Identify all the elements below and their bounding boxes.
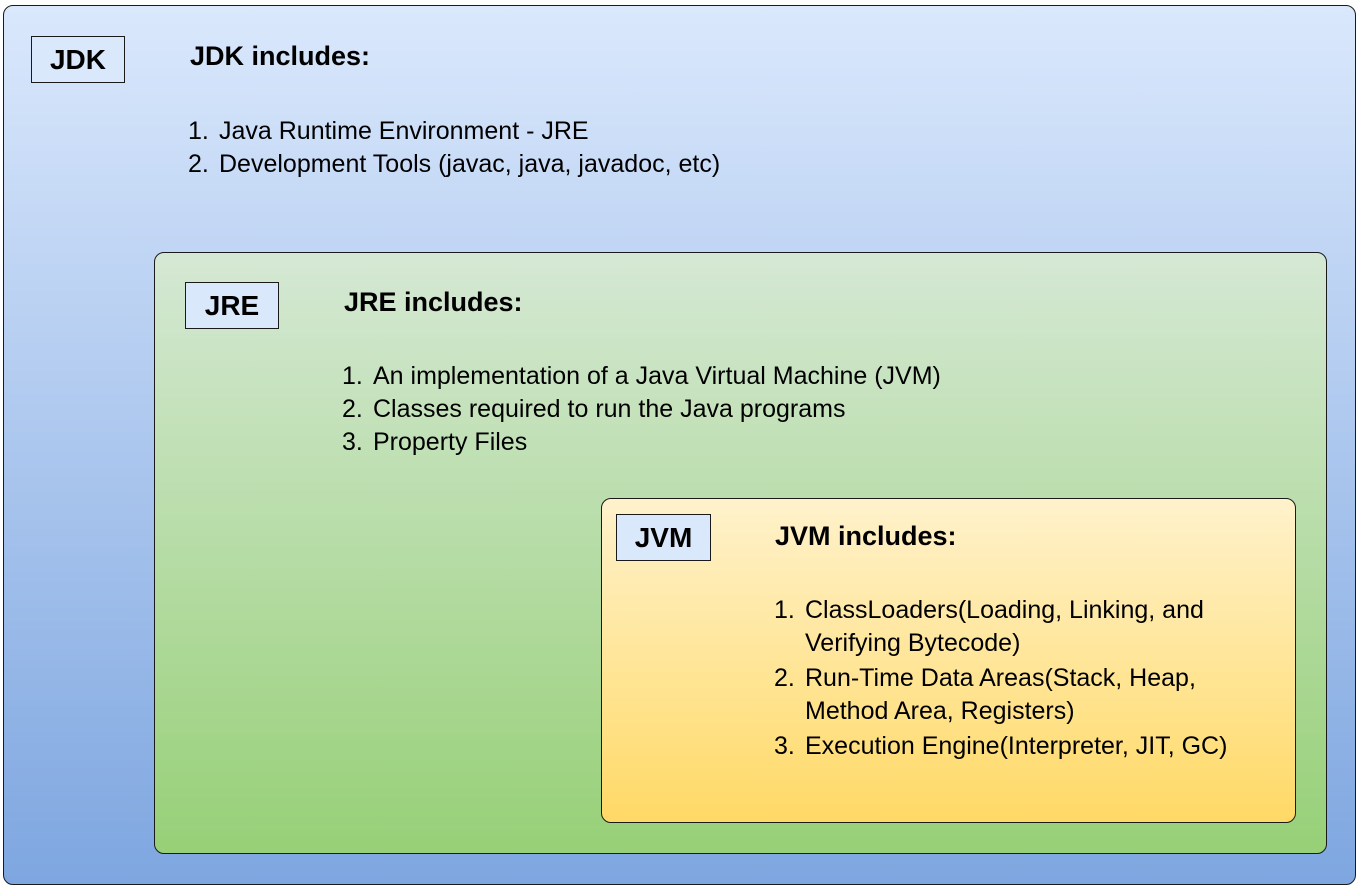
jre-tag: JRE — [185, 282, 279, 329]
list-item: 3.Property Files — [342, 428, 528, 456]
jre-heading: JRE includes: — [344, 287, 523, 317]
jvm-item-2: Run-Time Data Areas(Stack, Heap, Method … — [805, 664, 1196, 725]
jre-item-1: An implementation of a Java Virtual Mach… — [373, 362, 941, 390]
jdk-list: 1.Java Runtime Environment - JRE 2.Devel… — [188, 115, 720, 181]
jvm-list: 1.ClassLoaders(Loading, Linking, and Ver… — [774, 594, 1274, 765]
jvm-heading: JVM includes: — [775, 521, 957, 551]
jre-item-3: Property Files — [373, 428, 528, 456]
list-item: 1.ClassLoaders(Loading, Linking, and Ver… — [774, 596, 1204, 657]
jvm-item-3: Execution Engine(Interpreter, JIT, GC) — [805, 732, 1228, 760]
jdk-item-1: Java Runtime Environment - JRE — [219, 117, 589, 145]
jdk-tag: JDK — [31, 36, 125, 83]
jvm-tag: JVM — [616, 514, 711, 561]
list-item: 1.Java Runtime Environment - JRE — [188, 117, 589, 145]
jdk-item-2: Development Tools (javac, java, javadoc,… — [219, 150, 721, 178]
list-item: 1.An implementation of a Java Virtual Ma… — [342, 362, 941, 390]
list-item: 2.Run-Time Data Areas(Stack, Heap, Metho… — [774, 664, 1196, 725]
jre-list: 1.An implementation of a Java Virtual Ma… — [342, 360, 941, 459]
jre-item-2: Classes required to run the Java program… — [373, 395, 846, 423]
jvm-item-1: ClassLoaders(Loading, Linking, and Verif… — [805, 596, 1204, 657]
list-item: 2.Classes required to run the Java progr… — [342, 395, 846, 423]
jvm-container — [601, 498, 1296, 823]
list-item: 3.Execution Engine(Interpreter, JIT, GC) — [774, 732, 1228, 760]
list-item: 2.Development Tools (javac, java, javado… — [188, 150, 721, 178]
jdk-heading: JDK includes: — [190, 41, 371, 71]
